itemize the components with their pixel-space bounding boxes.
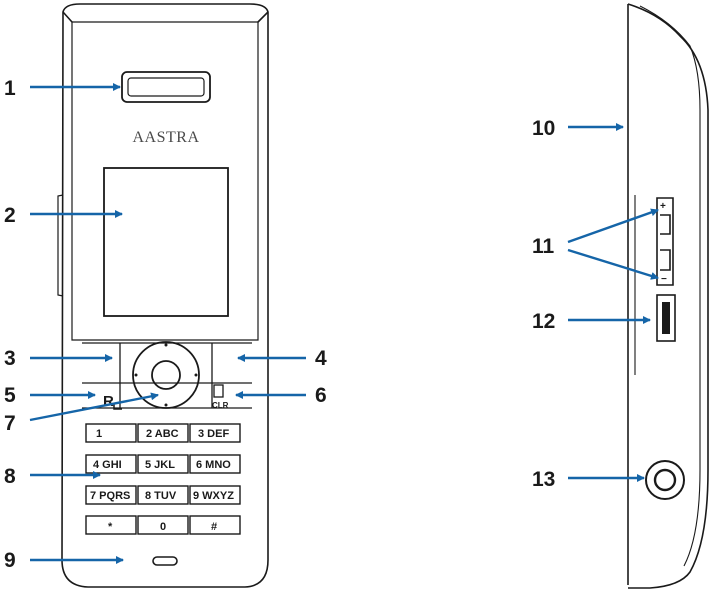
key-7[interactable] bbox=[85, 485, 137, 505]
key-6-label: 6 MNO bbox=[196, 459, 231, 471]
key-hash[interactable] bbox=[189, 515, 241, 535]
nav-area bbox=[82, 342, 252, 409]
callout-3: 3 bbox=[4, 347, 16, 370]
key-6[interactable] bbox=[189, 454, 241, 474]
key-star[interactable] bbox=[85, 515, 137, 535]
key-4-label: 4 GHI bbox=[93, 459, 122, 471]
callout-8: 8 bbox=[4, 465, 16, 488]
nav-key-ring[interactable] bbox=[132, 341, 200, 409]
nav-right-dot bbox=[194, 373, 198, 377]
callout-11: 11 bbox=[532, 235, 555, 258]
brand-logo: AASTRA bbox=[132, 129, 199, 146]
nav-up-dot bbox=[164, 343, 168, 347]
nav-key-center[interactable] bbox=[151, 360, 181, 390]
callout-10: 10 bbox=[532, 117, 555, 140]
callout-4: 4 bbox=[315, 347, 327, 370]
arrow-11b bbox=[567, 248, 659, 280]
callout-7: 7 bbox=[4, 412, 16, 435]
arrow-7 bbox=[29, 392, 159, 422]
callout-1: 1 bbox=[4, 77, 16, 100]
handset-body bbox=[61, 3, 269, 588]
callout-13: 13 bbox=[532, 468, 555, 491]
earpiece-grille bbox=[127, 77, 205, 97]
headset-jack-outer bbox=[645, 460, 685, 500]
key-1-label: 1 bbox=[96, 428, 102, 440]
callout-12: 12 bbox=[532, 310, 555, 333]
key-5[interactable] bbox=[137, 454, 189, 474]
key-5-label: 5 JKL bbox=[145, 459, 175, 471]
key-2[interactable] bbox=[137, 423, 189, 443]
key-3-label: 3 DEF bbox=[198, 428, 229, 440]
key-1[interactable] bbox=[85, 423, 137, 443]
handset-front bbox=[57, 3, 269, 588]
front-face-panel bbox=[71, 21, 259, 341]
display-screen bbox=[103, 167, 229, 317]
arrow-11a bbox=[567, 208, 659, 244]
callout-2: 2 bbox=[4, 204, 16, 227]
r-key[interactable]: R bbox=[103, 393, 114, 410]
nav-down-dot bbox=[164, 403, 168, 407]
headset-jack[interactable] bbox=[653, 468, 677, 492]
key-0-label: 0 bbox=[160, 521, 166, 533]
key-0[interactable] bbox=[137, 515, 189, 535]
earpiece bbox=[121, 71, 211, 103]
callout-arrows bbox=[29, 83, 659, 564]
key-hash-label: # bbox=[211, 521, 217, 533]
side-button-grip bbox=[662, 302, 670, 334]
volume-plus-label: + bbox=[660, 201, 666, 212]
side-button[interactable] bbox=[656, 294, 676, 342]
key-4[interactable] bbox=[85, 454, 137, 474]
key-9-label: 9 WXYZ bbox=[193, 490, 234, 502]
volume-rocker[interactable] bbox=[656, 197, 674, 286]
key-star-label: * bbox=[108, 521, 113, 533]
handset-side bbox=[627, 3, 709, 589]
keypad bbox=[85, 423, 241, 535]
key-8[interactable] bbox=[137, 485, 189, 505]
nav-left-dot bbox=[134, 373, 138, 377]
key-3[interactable] bbox=[189, 423, 241, 443]
key-7-label: 7 PQRS bbox=[90, 490, 130, 502]
clr-key-icon bbox=[213, 384, 224, 398]
callout-9: 9 bbox=[4, 549, 16, 572]
r-key-mark bbox=[113, 404, 122, 410]
microphone bbox=[152, 556, 178, 566]
key-2-label: 2 ABC bbox=[146, 428, 179, 440]
clr-key[interactable]: CLR bbox=[212, 401, 229, 410]
callout-5: 5 bbox=[4, 384, 16, 407]
side-button-left bbox=[57, 194, 64, 297]
key-8-label: 8 TUV bbox=[145, 490, 177, 502]
callout-6: 6 bbox=[315, 384, 327, 407]
key-9[interactable] bbox=[189, 485, 241, 505]
volume-minus-label: − bbox=[661, 274, 667, 285]
